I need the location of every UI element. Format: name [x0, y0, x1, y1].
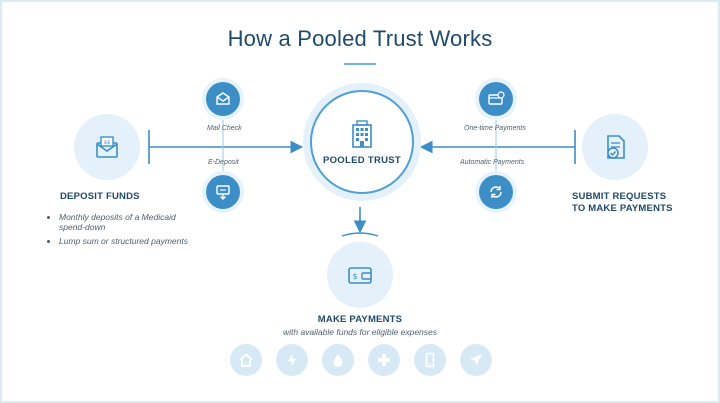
water-icon: [322, 344, 354, 376]
recurring-icon: [490, 186, 502, 198]
home-icon: [230, 344, 262, 376]
make-payments-subheading: with available funds for eligible expens…: [282, 327, 438, 337]
deposit-bullet: Monthly deposits of a Medicaid spend-dow…: [59, 212, 189, 232]
one-time-payments-node: [479, 82, 513, 116]
submit-requests-heading: SUBMIT REQUESTS TO MAKE PAYMENTS: [572, 191, 673, 215]
envelope-check-icon: $$: [96, 136, 118, 158]
travel-icon: [460, 344, 492, 376]
phone-icon: [414, 344, 446, 376]
automatic-payments-label: Automatic Payments: [460, 159, 525, 166]
make-payments-heading: MAKE PAYMENTS: [317, 314, 403, 325]
submit-requests-heading-line: TO MAKE PAYMENTS: [572, 203, 673, 214]
submit-requests-heading-line: SUBMIT REQUESTS: [572, 191, 667, 202]
submit-requests-node: [582, 114, 648, 180]
medical-icon: [368, 344, 400, 376]
payment-card-icon: [488, 91, 505, 105]
title-underline: [344, 63, 376, 65]
svg-text:$: $: [352, 272, 357, 281]
wallet-icon: $: [348, 267, 372, 284]
payment-bracket: [341, 232, 379, 237]
hub-label: POOLED TRUST: [322, 154, 402, 166]
deposit-bullets: Monthly deposits of a Medicaid spend-dow…: [48, 212, 189, 250]
automatic-payments-node: [479, 175, 513, 209]
deposit-funds-node: $$: [74, 114, 140, 180]
deposit-bullet: Lump sum or structured payments: [59, 236, 189, 246]
make-payments-node: $: [327, 242, 393, 308]
deposit-heading: DEPOSIT FUNDS: [60, 191, 140, 202]
document-check-icon: [607, 135, 625, 159]
mail-check-label: Mail Check: [207, 125, 242, 132]
e-deposit-label: E-Deposit: [208, 159, 239, 166]
pooled-trust-hub: POOLED TRUST: [310, 90, 414, 194]
e-deposit-node: [206, 175, 240, 209]
mail-icon: [216, 92, 230, 105]
mail-check-node: [206, 82, 240, 116]
deposit-card-icon: [216, 185, 230, 200]
electricity-icon: [276, 344, 308, 376]
page-title: How a Pooled Trust Works: [227, 26, 493, 51]
one-time-payments-label: One-time Payments: [464, 125, 526, 132]
svg-text:$$: $$: [104, 140, 110, 146]
building-icon: [352, 119, 372, 148]
